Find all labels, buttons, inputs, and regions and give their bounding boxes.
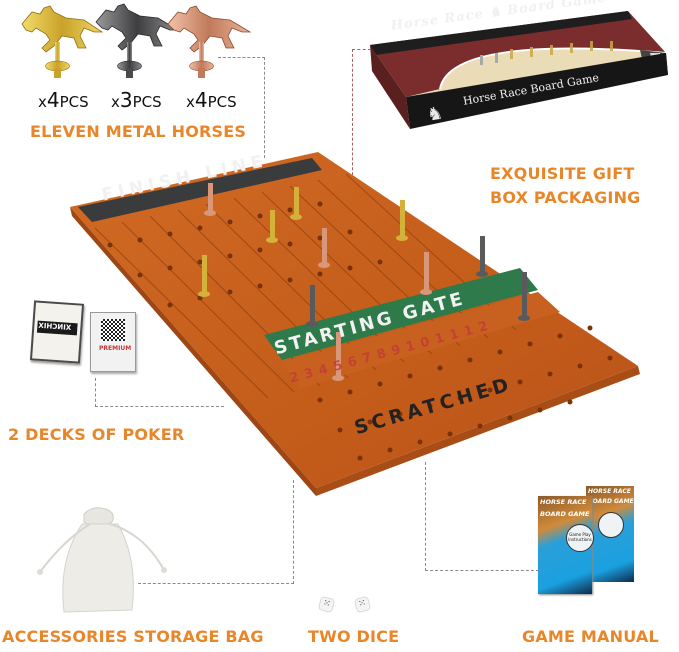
connector-line-box bbox=[352, 49, 371, 190]
silver-horse-quantity: x3PCS bbox=[111, 88, 162, 112]
gold-horse-quantity: x4PCS bbox=[38, 88, 89, 112]
manual-copy-1: HORSE RACE BOARD GAME Game Play Instruct… bbox=[538, 496, 594, 594]
deck-2-brand: PREMIUM bbox=[99, 345, 132, 352]
manual-caption: GAME MANUAL bbox=[522, 627, 659, 646]
starting-gate-label: STARTING GATE bbox=[272, 288, 468, 360]
gold-horse-icon bbox=[21, 5, 104, 78]
playing-cards: XINCHIX PREMIUM bbox=[28, 300, 148, 380]
gift-box-caption-line2: BOX PACKAGING bbox=[490, 188, 641, 207]
connector-line-manual bbox=[425, 462, 539, 571]
horses-caption: ELEVEN METAL HORSES bbox=[30, 122, 247, 141]
knight-icon: ♞ bbox=[425, 102, 445, 125]
connector-line-bag bbox=[138, 480, 294, 584]
die-2-icon: ⁙ bbox=[354, 596, 371, 613]
connector-line-horses bbox=[218, 57, 265, 158]
die-1-icon: ⁙ bbox=[318, 596, 335, 613]
lane-numbers-row: 23456789101112 bbox=[288, 317, 496, 387]
connector-line-cards bbox=[95, 378, 224, 407]
cards-caption: 2 DECKS OF POKER bbox=[8, 425, 185, 444]
finish-line-label: FINISH LINE bbox=[100, 150, 270, 206]
deck-2: PREMIUM bbox=[90, 312, 136, 372]
manual-title-line1: HORSE RACE bbox=[540, 498, 587, 506]
board-horse-pieces bbox=[198, 183, 530, 381]
copper-horse-quantity: x4PCS bbox=[186, 88, 237, 112]
manual-title-line2: BOARD GAME bbox=[540, 510, 590, 518]
horse-figures-group: x4PCS x3PCS x4PCS bbox=[0, 0, 260, 150]
manual-copy-2: HORSE RACE BOARD GAME bbox=[586, 486, 634, 582]
manual-badge: Game Play Instructions bbox=[566, 524, 594, 552]
dice-group: ⁙ ⁙ bbox=[318, 596, 380, 616]
gift-box-caption-line1: EXQUISITE GIFT bbox=[490, 164, 635, 183]
game-manual: HORSE RACE BOARD GAME HORSE RACE BOARD G… bbox=[538, 486, 638, 596]
deck-1: XINCHIX bbox=[29, 300, 85, 364]
scratched-label: SCRATCHED bbox=[352, 373, 515, 440]
dice-caption: TWO DICE bbox=[308, 627, 400, 646]
storage-bag-icon bbox=[37, 507, 167, 613]
copper-horse-icon bbox=[167, 5, 252, 78]
gift-box-illustration: ♞ bbox=[370, 11, 668, 129]
silver-horse-icon bbox=[95, 3, 180, 78]
bag-caption: ACCESSORIES STORAGE BAG bbox=[2, 627, 264, 646]
gift-box-image: ♞ Horse Race ♞ Board Game Horse Race Boa… bbox=[370, 0, 670, 140]
